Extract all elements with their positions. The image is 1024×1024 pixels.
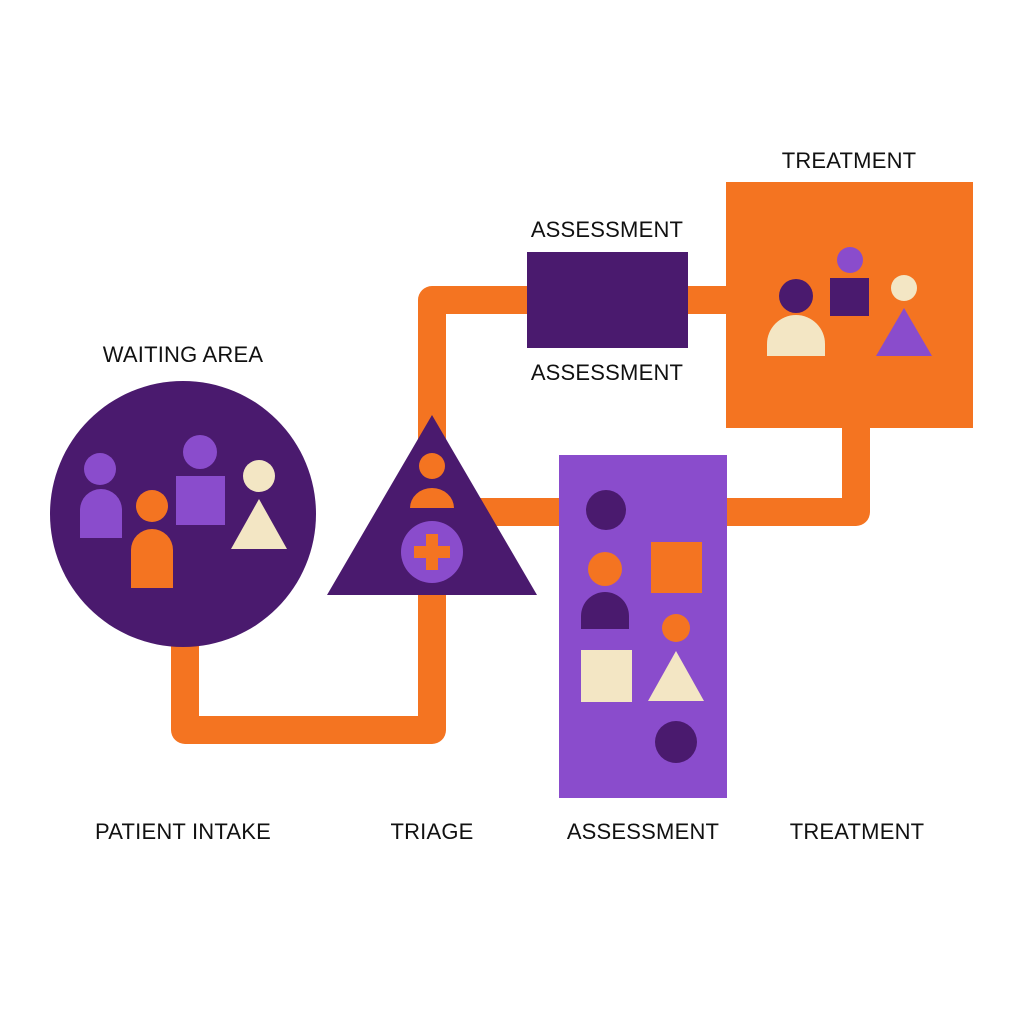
person-icon: [80, 453, 122, 538]
shape-square: [651, 542, 702, 593]
assessment-top-label: ASSESSMENT: [530, 217, 684, 242]
intake-to-triage-path: [171, 576, 446, 744]
waiting-area-label: WAITING AREA: [102, 342, 264, 367]
shape-circle: [655, 721, 697, 763]
person-icon: [648, 614, 704, 701]
connector-paths: [171, 286, 870, 744]
assessment-column-node: [559, 455, 727, 798]
person-icon: [581, 552, 629, 629]
person-icon: [231, 460, 287, 549]
person-icon: [131, 490, 173, 588]
treatment-top-label: TREATMENT: [781, 148, 917, 173]
person-icon: [767, 279, 825, 356]
person-icon: [176, 435, 225, 525]
treatment-node: [726, 182, 973, 428]
shape-square: [581, 650, 632, 702]
triage-label: TRIAGE: [390, 819, 474, 844]
person-icon: [876, 275, 932, 356]
treatment-bottom-label: TREATMENT: [789, 819, 925, 844]
person-icon: [410, 453, 454, 508]
waiting-area-node: [50, 381, 316, 647]
assessment-mid-label: ASSESSMENT: [530, 360, 684, 385]
assessment-bottom-label: ASSESSMENT: [566, 819, 720, 844]
medical-cross-icon: [401, 521, 463, 583]
triage-to-assessment-path: [418, 286, 544, 454]
assessment-block: [527, 252, 688, 348]
shape-circle: [586, 490, 626, 530]
triage-node: [327, 415, 537, 595]
patient-intake-label: PATIENT INTAKE: [95, 819, 271, 844]
assessment-column-to-treatment-path: [712, 411, 870, 526]
person-icon: [830, 247, 869, 316]
